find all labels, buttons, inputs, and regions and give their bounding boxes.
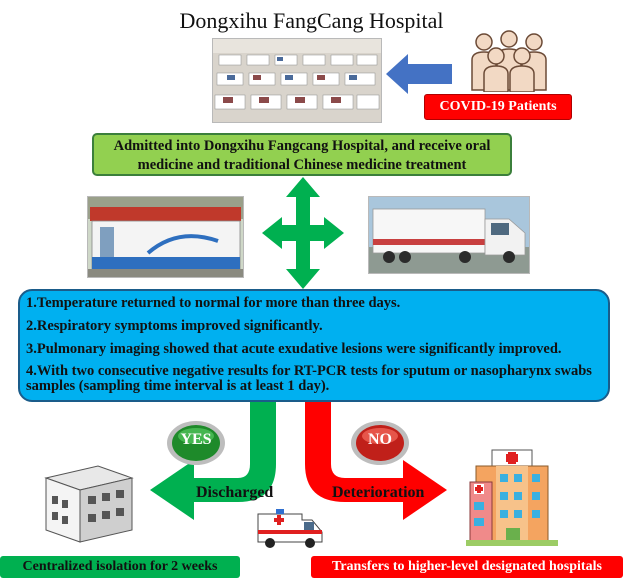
discharge-criteria-box: 1.Temperature returned to normal for mor… bbox=[18, 289, 610, 402]
admission-box: Admitted into Dongxihu Fangcang Hospital… bbox=[92, 133, 512, 176]
building-icon bbox=[44, 465, 134, 543]
ambulance-icon bbox=[257, 509, 323, 548]
yes-label: YES bbox=[180, 431, 212, 448]
red-deterioration-arrow bbox=[305, 402, 447, 520]
transfer-hospitals-label: Transfers to higher-level designated hos… bbox=[311, 556, 623, 578]
diagram-title: Dongxihu FangCang Hospital bbox=[179, 8, 444, 33]
blue-left-arrow bbox=[386, 54, 452, 94]
no-label: NO bbox=[368, 431, 392, 448]
discharged-label: Discharged bbox=[196, 484, 274, 501]
criterion-4: 4.With two consecutive negative results … bbox=[26, 363, 592, 394]
hospital-icon bbox=[466, 449, 558, 546]
mobile-cabin-image bbox=[87, 196, 244, 278]
mobile-ct-truck-image bbox=[368, 196, 530, 274]
yes-badge bbox=[167, 421, 225, 465]
centralized-isolation-label: Centralized isolation for 2 weeks bbox=[0, 556, 240, 578]
hospital-ward-image bbox=[212, 38, 382, 123]
patients-icon bbox=[471, 30, 547, 92]
criterion-2: 2.Respiratory symptoms improved signific… bbox=[26, 318, 323, 334]
criterion-1: 1.Temperature returned to normal for mor… bbox=[26, 295, 401, 311]
green-discharge-arrow bbox=[150, 402, 276, 520]
deterioration-label: Deterioration bbox=[332, 484, 425, 501]
no-badge bbox=[351, 421, 409, 465]
criterion-3: 3.Pulmonary imaging showed that acute ex… bbox=[26, 341, 562, 357]
covid-patients-label: COVID-19 Patients bbox=[424, 94, 572, 120]
four-way-green-arrow bbox=[262, 177, 344, 289]
